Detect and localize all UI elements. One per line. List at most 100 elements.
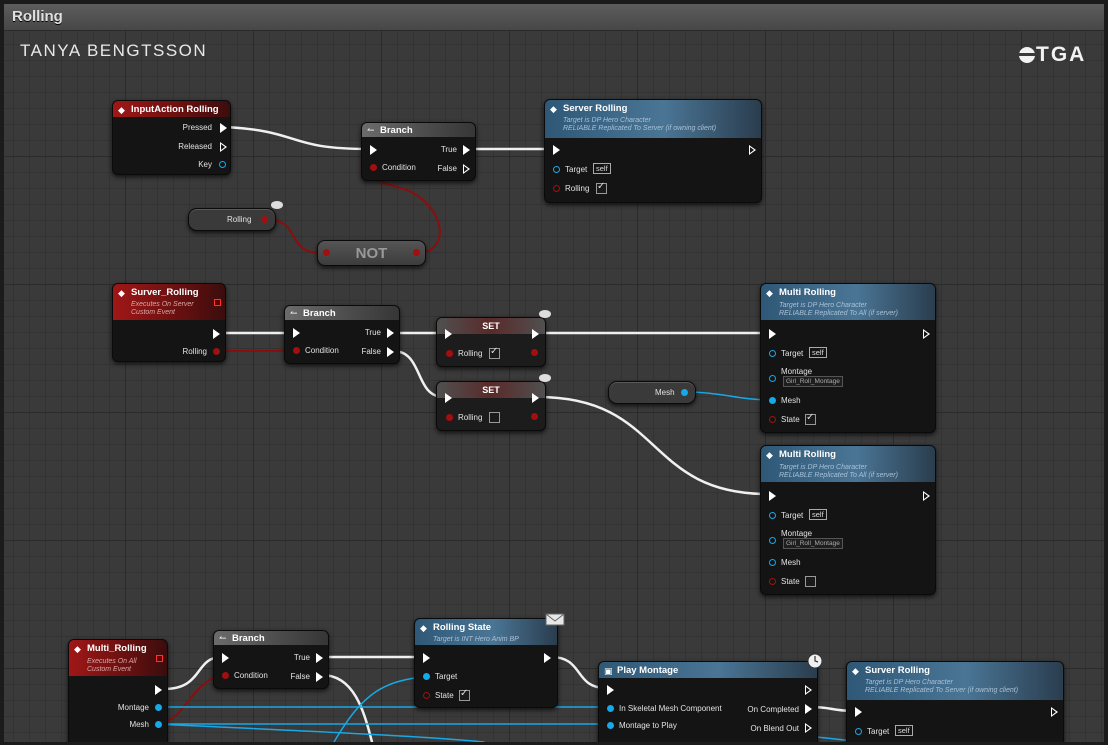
target-pin-icon[interactable] [423, 673, 430, 680]
rolling-pin-icon[interactable] [553, 185, 560, 192]
mesh-out-pin-icon[interactable] [155, 721, 162, 728]
node-branch-1[interactable]: ↼ Branch Condition True False [361, 122, 476, 181]
rolling-checkbox[interactable] [489, 412, 500, 423]
exec-wire [536, 395, 770, 496]
node-branch-2[interactable]: ↼ Branch Condition True False [284, 305, 400, 364]
exec-in-pin-icon[interactable] [607, 685, 614, 695]
target-pin-icon[interactable] [769, 512, 776, 519]
montage-pin-icon[interactable] [769, 375, 776, 382]
exec-out-pin-icon[interactable] [532, 329, 539, 339]
true-exec-pin-icon[interactable] [387, 328, 394, 338]
state-pin-icon[interactable] [769, 416, 776, 423]
target-self-field[interactable]: self [809, 347, 827, 358]
condition-pin-icon[interactable] [293, 347, 300, 354]
node-play-montage[interactable]: ▣ Play Montage In Skeletal Mesh Componen… [598, 661, 818, 742]
node-set-rolling-true[interactable]: SET Rolling [436, 317, 546, 367]
exec-out-pin-icon[interactable] [532, 393, 539, 403]
state-checkbox[interactable] [805, 412, 816, 425]
rolling-out-pin-icon[interactable] [531, 413, 538, 420]
exec-in-pin-icon[interactable] [553, 145, 560, 155]
node-branch-3[interactable]: ↼ Branch Condition True False [213, 630, 329, 689]
exec-in-pin-icon[interactable] [445, 393, 452, 403]
mesh-pin-icon[interactable] [769, 559, 776, 566]
rolling-out-pin-icon[interactable] [213, 348, 220, 355]
node-server-rolling[interactable]: ◆ Server Rolling Target is DP Hero Chara… [544, 99, 762, 203]
true-exec-pin-icon[interactable] [316, 653, 323, 663]
montage-asset-picker[interactable]: Girl_Roll_Montage [783, 538, 843, 549]
not-out-pin-icon[interactable] [413, 249, 420, 256]
delegate-pin-icon[interactable] [156, 655, 163, 662]
node-set-rolling-false[interactable]: SET Rolling [436, 381, 546, 431]
rolling-variable-getter[interactable]: Rolling [188, 208, 276, 231]
exec-out-pin-icon[interactable] [213, 329, 220, 339]
node-server-rolling-2[interactable]: ◆ Surver Rolling Target is DP Hero Chara… [846, 661, 1064, 742]
exec-out-pin-icon[interactable] [749, 145, 756, 155]
node-multi-rolling-event[interactable]: ◆ Multi_Rolling Executes On All Custom E… [68, 639, 168, 742]
blueprint-graph[interactable]: TANYA BENGTSSON TGA ◆ InputAction Rollin… [4, 31, 1104, 742]
key-pin-icon[interactable] [219, 161, 226, 168]
condition-pin-icon[interactable] [222, 672, 229, 679]
delegate-pin-icon[interactable] [214, 299, 221, 306]
state-checkbox[interactable] [459, 688, 470, 701]
node-title: InputAction Rolling [131, 104, 219, 115]
skeletal-mesh-pin-icon[interactable] [607, 705, 614, 712]
tga-logo: TGA [1018, 43, 1098, 67]
state-pin-icon[interactable] [423, 692, 430, 699]
exec-in-pin-icon[interactable] [293, 328, 300, 338]
false-exec-pin-icon[interactable] [463, 164, 470, 174]
node-surver-rolling-event[interactable]: ◆ Surver_Rolling Executes On Server Cust… [112, 283, 226, 362]
target-pin-icon[interactable] [769, 350, 776, 357]
node-multi-rolling-2[interactable]: ◆ Multi Rolling Target is DP Hero Charac… [760, 445, 936, 595]
pressed-exec-pin-icon[interactable] [220, 123, 227, 133]
exec-in-pin-icon[interactable] [222, 653, 229, 663]
exec-in-pin-icon[interactable] [370, 145, 377, 155]
montage-out-pin-icon[interactable] [155, 704, 162, 711]
node-multi-rolling-1[interactable]: ◆ Multi Rolling Target is DP Hero Charac… [760, 283, 936, 433]
target-pin-icon[interactable] [855, 728, 862, 735]
window-title: Rolling [12, 8, 63, 25]
montage-to-play-pin-icon[interactable] [607, 722, 614, 729]
node-not[interactable]: NOT [317, 240, 426, 266]
on-completed-pin-icon[interactable] [805, 704, 812, 714]
montage-pin-icon[interactable] [769, 537, 776, 544]
pin-label-state: State [781, 577, 800, 586]
exec-in-pin-icon[interactable] [769, 491, 776, 501]
target-self-field[interactable]: self [895, 725, 913, 736]
exec-out-pin-icon[interactable] [155, 685, 162, 695]
node-subtitle-2: RELIABLE Replicated To All (if server) [779, 310, 898, 317]
true-exec-pin-icon[interactable] [463, 145, 470, 155]
rolling-checkbox[interactable] [489, 346, 500, 359]
not-in-pin-icon[interactable] [323, 249, 330, 256]
target-self-field[interactable]: self [593, 163, 611, 174]
rolling-in-pin-icon[interactable] [446, 350, 453, 357]
exec-out-pin-icon[interactable] [923, 491, 930, 501]
mesh-out-pin-icon[interactable] [681, 389, 688, 396]
node-subtitle: Executes On Server [131, 301, 194, 308]
mesh-pin-icon[interactable] [769, 397, 776, 404]
on-blend-out-pin-icon[interactable] [805, 723, 812, 733]
mesh-variable-getter[interactable]: Mesh [608, 381, 696, 404]
exec-in-pin-icon[interactable] [855, 707, 862, 717]
rolling-out-pin-icon[interactable] [531, 349, 538, 356]
exec-in-pin-icon[interactable] [769, 329, 776, 339]
state-pin-icon[interactable] [769, 578, 776, 585]
exec-out-pin-icon[interactable] [805, 685, 812, 695]
target-pin-icon[interactable] [553, 166, 560, 173]
rolling-checkbox[interactable] [596, 181, 607, 194]
exec-in-pin-icon[interactable] [423, 653, 430, 663]
exec-out-pin-icon[interactable] [1051, 707, 1058, 717]
rolling-out-pin-icon[interactable] [261, 216, 268, 223]
false-exec-pin-icon[interactable] [387, 347, 394, 357]
false-exec-pin-icon[interactable] [316, 672, 323, 682]
montage-asset-picker[interactable]: Girl_Roll_Montage [783, 376, 843, 387]
node-input-action-rolling[interactable]: ◆ InputAction Rolling Pressed Released K… [112, 100, 231, 175]
released-exec-pin-icon[interactable] [220, 142, 227, 152]
exec-out-pin-icon[interactable] [544, 653, 551, 663]
exec-out-pin-icon[interactable] [923, 329, 930, 339]
rolling-in-pin-icon[interactable] [446, 414, 453, 421]
target-self-field[interactable]: self [809, 509, 827, 520]
exec-in-pin-icon[interactable] [445, 329, 452, 339]
state-checkbox[interactable] [805, 576, 816, 587]
condition-pin-icon[interactable] [370, 164, 377, 171]
node-rolling-state[interactable]: ◆ Rolling State Target is INT Hero Anim … [414, 618, 558, 708]
